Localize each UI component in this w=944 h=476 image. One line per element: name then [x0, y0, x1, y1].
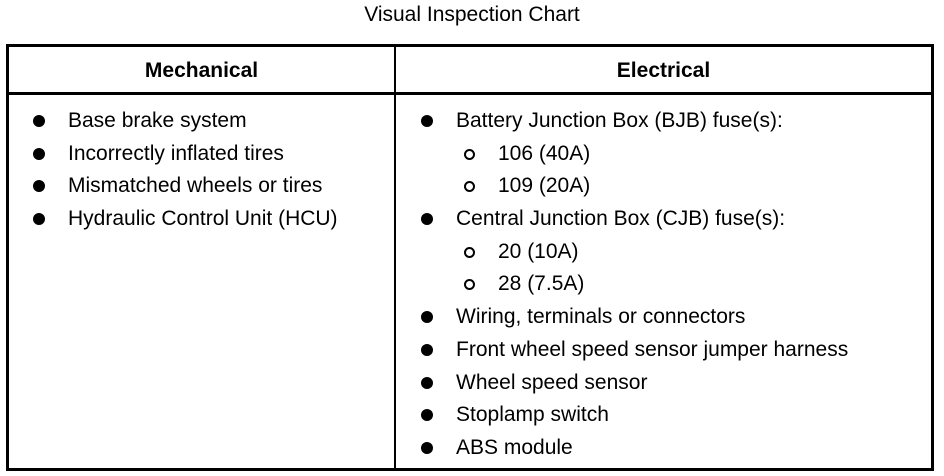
mechanical-header: Mechanical	[144, 59, 259, 82]
column-divider	[394, 47, 396, 468]
sub-list-item-text: 109 (20A)	[498, 174, 591, 198]
list-item-text: Stoplamp switch	[456, 403, 609, 427]
inspection-table: Mechanical Electrical Base brake system …	[6, 44, 934, 471]
hollow-bullet-icon	[464, 246, 475, 258]
sub-list-item-text: 28 (7.5A)	[498, 272, 585, 296]
bullet-icon	[421, 213, 433, 226]
list-item-text: Incorrectly inflated tires	[68, 141, 284, 165]
bullet-icon	[33, 180, 45, 193]
hollow-bullet-icon	[464, 148, 475, 160]
list-item-text: Wheel speed sensor	[456, 370, 648, 394]
list-item-text: Hydraulic Control Unit (HCU)	[68, 207, 338, 231]
bullet-icon	[421, 376, 433, 389]
header-divider	[9, 92, 931, 95]
list-item-text: Battery Junction Box (BJB) fuse(s):	[456, 109, 783, 132]
electrical-header: Electrical	[616, 59, 711, 82]
bullet-icon	[421, 441, 433, 454]
hollow-bullet-icon	[464, 279, 475, 291]
list-item-text: ABS module	[456, 435, 573, 459]
bullet-icon	[421, 343, 433, 356]
chart-title: Visual Inspection Chart	[364, 3, 580, 26]
sub-list-item-text: 106 (40A)	[498, 141, 591, 165]
hollow-bullet-icon	[464, 181, 475, 193]
bullet-icon	[421, 115, 433, 127]
list-item-text: Central Junction Box (CJB) fuse(s):	[456, 207, 786, 231]
sub-list-item-text: 20 (10A)	[498, 239, 579, 263]
bullet-icon	[33, 115, 45, 127]
bullet-icon	[33, 213, 45, 226]
list-item-text: Wiring, terminals or connectors	[456, 305, 746, 329]
bullet-icon	[33, 147, 45, 160]
list-item-text: Front wheel speed sensor jumper harness	[456, 337, 849, 361]
bullet-icon	[421, 311, 433, 324]
list-item-text: Base brake system	[68, 109, 247, 132]
bullet-icon	[421, 409, 433, 422]
list-item-text: Mismatched wheels or tires	[68, 174, 323, 198]
